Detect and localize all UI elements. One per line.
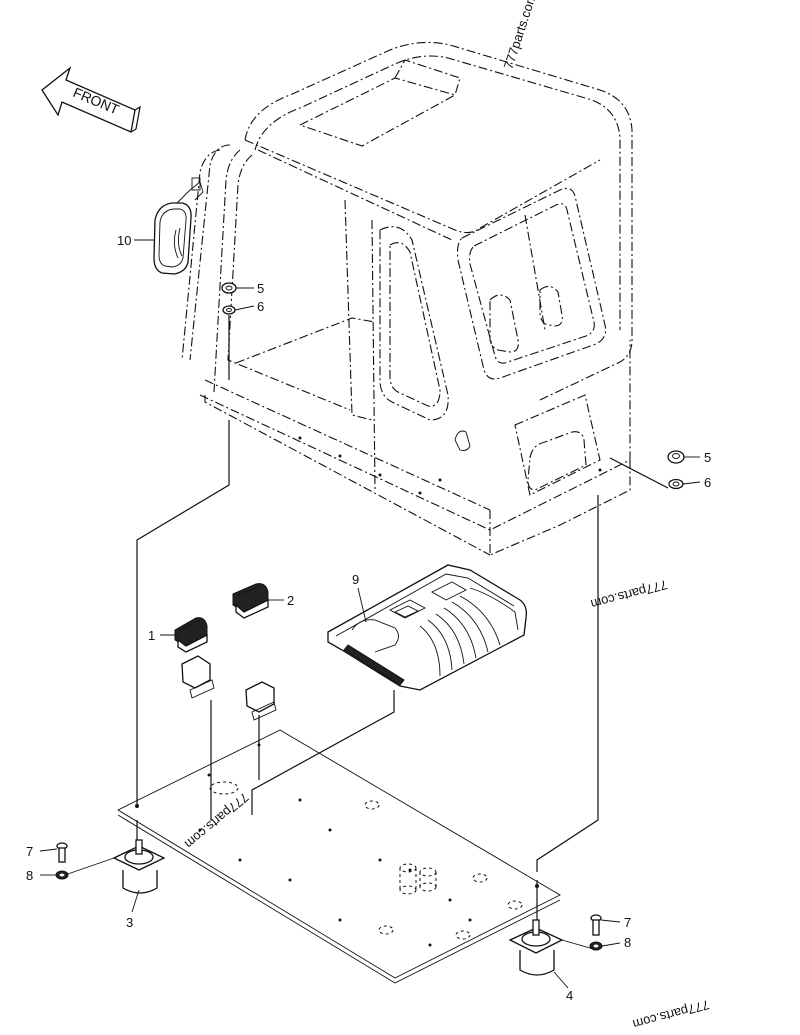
pedal-cover-1 (174, 617, 208, 653)
watermark: 777parts.com (182, 790, 252, 852)
cab-mount-3 (61, 839, 166, 894)
floor-plate (117, 729, 561, 984)
pedal-bracket-2 (245, 681, 277, 721)
washer-right (668, 478, 684, 490)
assembly-lines (136, 315, 669, 925)
callout-6-right: 6 (704, 475, 711, 490)
callout-9: 9 (352, 572, 359, 587)
watermark: 777parts.com (631, 997, 711, 1032)
washer-top-left (222, 305, 236, 315)
callout-8-right: 8 (624, 935, 631, 950)
callout-8-left: 8 (26, 868, 33, 883)
callout-5-right: 5 (704, 450, 711, 465)
callout-10: 10 (117, 233, 131, 248)
callout-6-top: 6 (257, 299, 264, 314)
bolt-right (590, 914, 602, 936)
callout-1: 1 (148, 628, 155, 643)
callout-4: 4 (566, 988, 573, 1003)
pedal-bracket-1 (181, 655, 215, 699)
washer-left (55, 870, 69, 880)
bolt-left (56, 842, 68, 863)
callout-3: 3 (126, 915, 133, 930)
pedal-cover-2 (232, 583, 269, 619)
callout-5-top: 5 (257, 281, 264, 296)
washer-right-lower (589, 941, 603, 951)
watermark: 777parts.com (589, 577, 669, 612)
floor-mat-part (327, 564, 528, 691)
watermark: 777parts.com (501, 0, 540, 71)
callout-7-right: 7 (624, 915, 631, 930)
cab-mount-4 (508, 919, 598, 976)
cab-body (181, 41, 633, 556)
callout-7-left: 7 (26, 844, 33, 859)
mirror-part (153, 177, 204, 275)
front-arrow-icon: FRONT (41, 66, 141, 133)
nut-top-left (221, 282, 237, 294)
leader-lines (39, 239, 701, 989)
callout-2: 2 (287, 593, 294, 608)
nut-right (667, 450, 685, 464)
